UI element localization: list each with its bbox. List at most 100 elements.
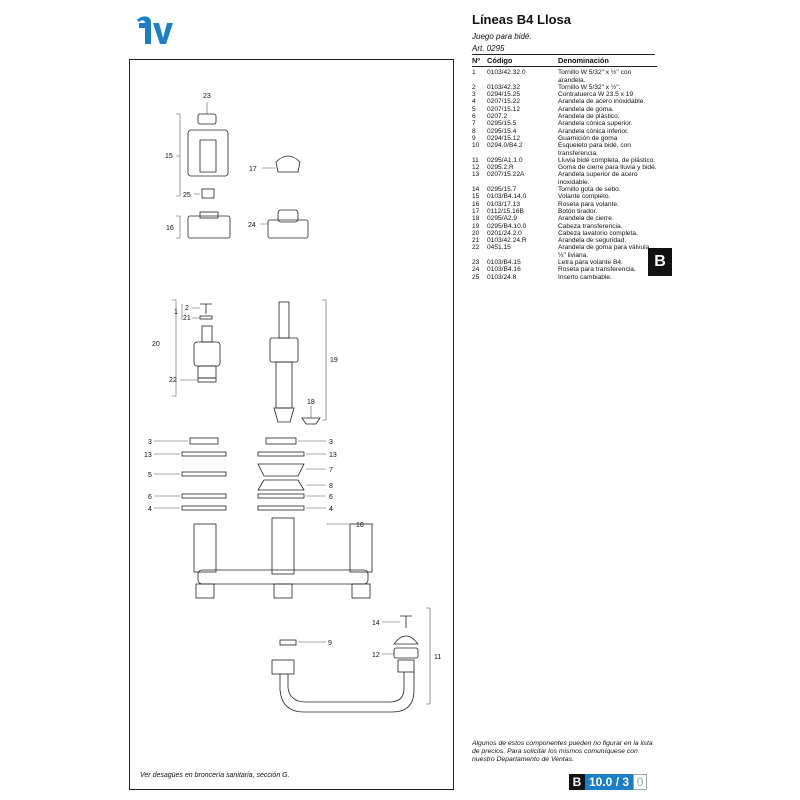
part-description: Cabeza lavatorio completa.: [558, 229, 638, 237]
label-1: 1: [174, 309, 178, 316]
part-19-tube: [275, 361, 293, 409]
exploded-drawing-frame: [129, 59, 454, 790]
label-24: 24: [248, 222, 256, 229]
part-10-outlet-right: [351, 583, 371, 599]
part-18-washer: [301, 417, 321, 425]
label-3-right: 3: [329, 439, 333, 446]
label-17: 17: [249, 166, 257, 173]
label-6-left: 6: [148, 494, 152, 501]
part-number: 1: [472, 69, 476, 77]
part-description: Arandela de plástico.: [558, 113, 620, 121]
part-code: 0295.2.R: [487, 164, 514, 172]
part-11-arm: [279, 672, 415, 713]
part-7-cone-upper: [257, 463, 305, 477]
part-number: 25: [472, 273, 480, 281]
part-code: 0207/15.12: [487, 105, 521, 113]
part-13-washer-right: [257, 451, 305, 457]
label-18: 18: [307, 399, 315, 406]
part-20-body: [193, 341, 221, 367]
label-25: 25: [183, 192, 191, 199]
part-code: 0451.15: [487, 244, 511, 252]
part-code: 0295/A1.1.0: [487, 156, 523, 164]
part-number: 23: [472, 259, 480, 267]
part-code: 0103/42.32: [487, 83, 521, 91]
part-description: Arandela cónica inferior.: [558, 127, 629, 135]
part-description: Contratuerca W 23.5 x 19: [558, 91, 634, 99]
part-code: 0103/42.24.R: [487, 237, 527, 245]
availability-note: Algunos de estos componentes pueden no f…: [472, 740, 653, 763]
part-number: 4: [472, 98, 476, 106]
part-code: 0207.2: [487, 113, 508, 121]
part-10-inlet-left: [193, 523, 217, 573]
part-3-nut-right: [265, 437, 297, 445]
label-4-right: 4: [329, 506, 333, 513]
part-10-inlet-center: [271, 517, 295, 575]
col-num-header: Nº: [472, 56, 481, 65]
label-22: 22: [169, 377, 177, 384]
part-12-seal: [393, 647, 419, 659]
label-15: 15: [165, 153, 173, 160]
part-code: 0294/15.25: [487, 91, 521, 99]
part-number: 5: [472, 105, 476, 113]
part-code: 0294.0/B4.2: [487, 142, 523, 150]
part-code: 0295/15.5: [487, 120, 517, 128]
part-description: Arandela de seguridad.: [558, 237, 627, 245]
part-description: Letra para volante B4.: [558, 259, 623, 267]
part-code: 0295/15.7: [487, 186, 517, 194]
part-description: Arandela de acero inoxidable.: [558, 98, 646, 106]
part-10-bar: [197, 569, 369, 585]
part-code: 0295/B4.10.0: [487, 222, 527, 230]
part-number: 9: [472, 134, 476, 142]
part-22-washer: [197, 377, 217, 383]
part-description: Roseta para volante.: [558, 200, 619, 208]
part-code: 0103/B4.14.0: [487, 193, 527, 201]
part-description: Arandela superior de acero inoxidable.: [558, 171, 638, 186]
part-description: Botón tirador.: [558, 207, 598, 215]
label-4-left: 4: [148, 506, 152, 513]
part-code: 0295/15.4: [487, 127, 517, 135]
part-description: Arandela cónica superior.: [558, 120, 633, 128]
part-23-letter: [197, 113, 217, 125]
page-title: Líneas B4 Llosa: [472, 12, 571, 27]
part-10-outlet-left: [195, 583, 215, 599]
part-24-roseta-top: [277, 209, 299, 223]
part-19-spindle: [278, 301, 290, 339]
label-13-right: 13: [329, 452, 337, 459]
part-number: 17: [472, 207, 480, 215]
part-description: Tornillo W 5/32" x ½" con arandela.: [558, 69, 632, 84]
part-description: Arandela de cierre.: [558, 215, 614, 223]
col-desc-header: Denominación: [558, 56, 609, 65]
label-8: 8: [329, 483, 333, 490]
label-3-left: 3: [148, 439, 152, 446]
footnote-desagues: Ver desagües en broncería sanitaria, sec…: [140, 772, 290, 779]
leader-lines: [154, 102, 431, 705]
header-rule: [472, 54, 655, 55]
part-15-volante: [187, 129, 229, 177]
part-10-outlet-center: [273, 583, 293, 599]
part-2-screw: [200, 303, 212, 314]
fv-logo-mark: [137, 16, 151, 44]
part-19-body: [269, 337, 299, 363]
part-4-washer-right: [257, 505, 305, 511]
label-11: 11: [434, 654, 441, 661]
label-19: 19: [330, 357, 338, 364]
part-11-dome: [393, 635, 419, 645]
part-description: Inserto cambiable.: [558, 273, 612, 281]
